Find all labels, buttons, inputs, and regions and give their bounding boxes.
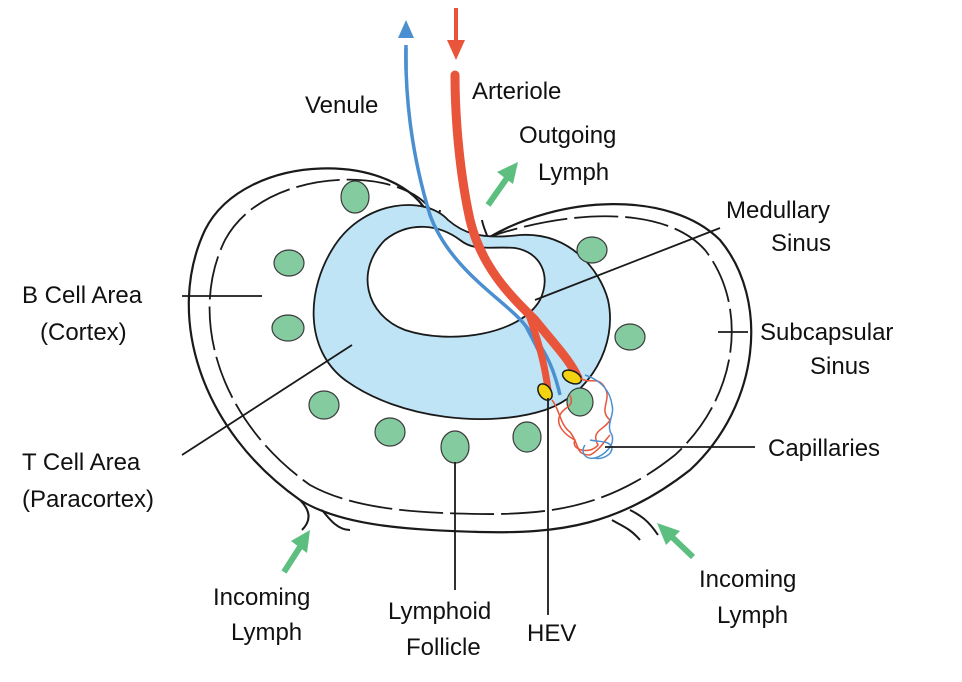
lymphoid-follicle [308, 390, 340, 420]
capillaries-blue [582, 374, 614, 460]
outgoing-lymph-arrow-head [497, 162, 518, 184]
medullary-sinus-label-line1: Medullary [726, 197, 830, 224]
capillaries-blue-2 [589, 439, 613, 460]
lymphoid-follicle [374, 417, 406, 447]
subcapsular-sinus-label-line2: Sinus [810, 353, 870, 380]
venule-arrow-head [398, 20, 414, 38]
incoming-lymph-left-label-line1: Incoming [213, 584, 310, 611]
capillaries-red-2 [551, 399, 611, 456]
arteriole-label: Arteriole [472, 78, 561, 105]
b-cell-area-label-line1: B Cell Area [22, 282, 143, 309]
t-cell-area-label-line1: T Cell Area [22, 449, 141, 476]
outgoing-lymph-label-line2: Lymph [538, 159, 609, 186]
incoming-lymph-arrow-left [281, 545, 303, 574]
incoming-lymph-left-label-line2: Lymph [231, 619, 302, 646]
lymphoid-follicle [614, 323, 646, 351]
capillaries-label: Capillaries [768, 435, 880, 462]
subcapsular-sinus-line [208, 178, 733, 515]
incoming-lymph-arrow-left-head [291, 530, 310, 553]
hev-label: HEV [527, 620, 576, 647]
hev-marker [537, 383, 553, 401]
capsule-outline [187, 167, 753, 534]
hev-marker [561, 369, 583, 385]
lymphoid-follicle [440, 430, 470, 464]
outgoing-lymph-arrow [485, 176, 510, 207]
lymphoid-follicle [340, 180, 370, 214]
lymphoid-follicle [273, 249, 305, 277]
incoming-lymph-arrow-right [669, 534, 696, 560]
arteriole-arrow-head [447, 40, 465, 60]
incoming-lymph-arrow-right-head [657, 523, 680, 545]
lymphoid-follicle-label-line2: Follicle [406, 634, 481, 661]
leader-medullary-sinus [534, 227, 721, 301]
incoming-lymph-right-label-line1: Incoming [699, 566, 796, 593]
arteriole-vessel-branch [526, 314, 552, 394]
incoming-lymph-vessel-right [611, 509, 659, 541]
lymphoid-follicle-label-line1: Lymphoid [388, 598, 491, 625]
t-cell-area-label-line2: (Paracortex) [22, 486, 154, 513]
lymphoid-follicle [512, 421, 542, 453]
incoming-lymph-vessel-left [299, 499, 351, 531]
paracortex-area [312, 204, 611, 421]
lymphoid-follicle [566, 387, 594, 417]
arteriole-vessel [450, 70, 583, 383]
outgoing-lymph-label-line1: Outgoing [519, 122, 616, 149]
b-cell-area-label-line2: (Cortex) [40, 319, 127, 346]
venule-label: Venule [305, 92, 378, 119]
leader-t-cell-area [181, 344, 353, 456]
subcapsular-sinus-label-line1: Subcapsular [760, 319, 893, 346]
medullary-sinus-label-line2: Sinus [771, 230, 831, 257]
incoming-lymph-right-label-line2: Lymph [717, 602, 788, 629]
lymphoid-follicle [271, 314, 305, 342]
lymphoid-follicle [576, 236, 608, 264]
